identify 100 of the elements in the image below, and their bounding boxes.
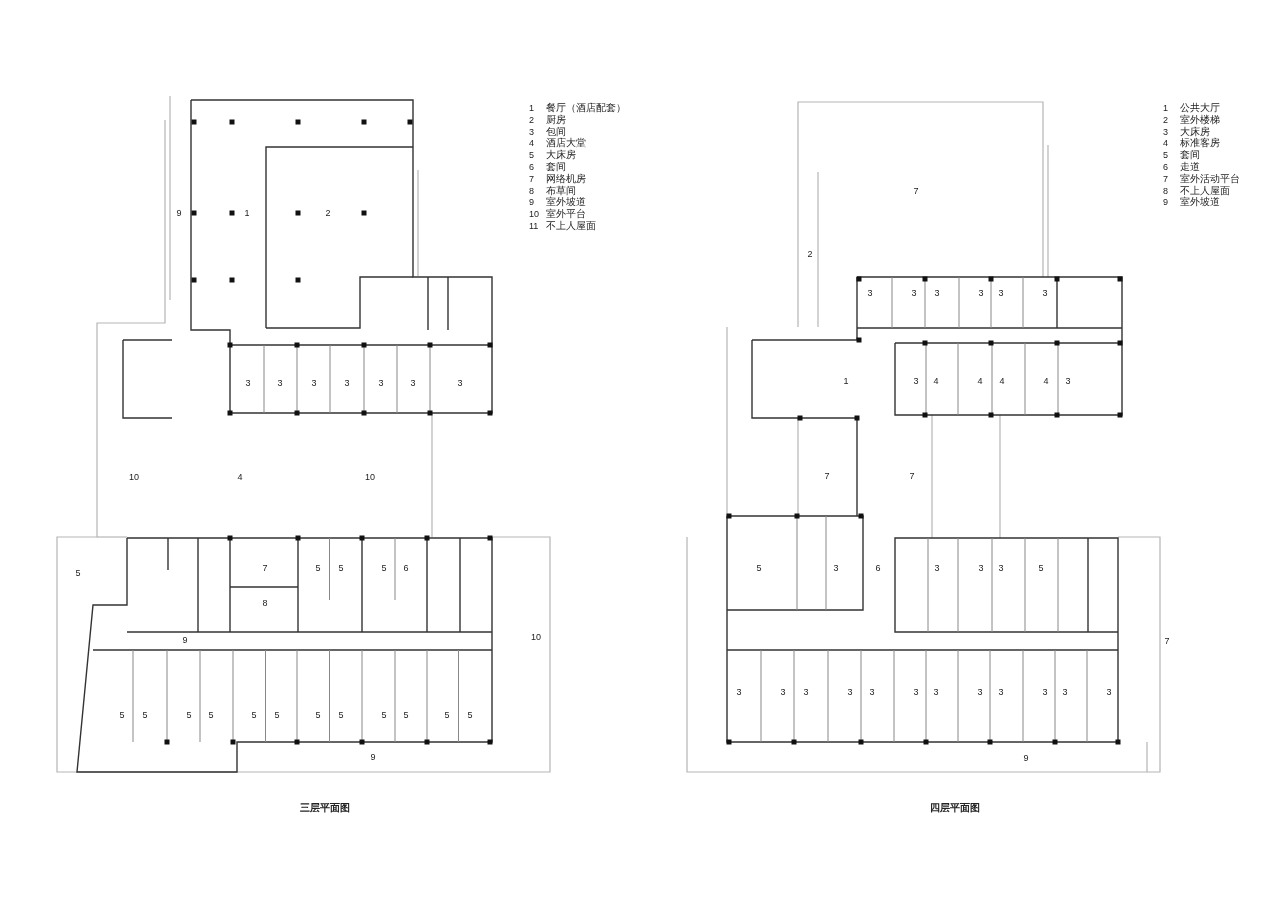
room-number: 6 — [403, 563, 409, 573]
room-number: 5 — [315, 563, 321, 573]
room-number: 1 — [843, 376, 849, 386]
legend-text: 布草间 — [546, 185, 576, 196]
room-number: 3 — [780, 687, 786, 697]
room-number: 5 — [119, 710, 125, 720]
legend-number: 7 — [1163, 174, 1168, 184]
room-number: 4 — [933, 376, 939, 386]
room-number: 3 — [998, 563, 1004, 573]
legend-text: 网络机房 — [546, 173, 586, 184]
room-number: 3 — [998, 288, 1004, 298]
room-number: 3 — [1106, 687, 1112, 697]
room-number: 3 — [1065, 376, 1071, 386]
room-number: 9 — [176, 208, 182, 218]
room-number: 2 — [807, 249, 813, 259]
room-number: 4 — [1043, 376, 1049, 386]
legend-number: 1 — [1163, 103, 1168, 113]
room-number: 3 — [978, 288, 984, 298]
legend-text: 不上人屋面 — [546, 221, 596, 231]
room-number: 5 — [381, 710, 387, 720]
legend-text: 室外坡道 — [1180, 197, 1220, 208]
legend-text: 包间 — [546, 126, 566, 137]
room-number: 4 — [977, 376, 983, 386]
room-number: 3 — [913, 376, 919, 386]
room-number: 9 — [1023, 753, 1029, 763]
legend-number: 6 — [529, 162, 534, 172]
plan-title: 四层平面图 — [930, 803, 980, 813]
legend-number: 5 — [529, 150, 534, 160]
room-number: 5 — [756, 563, 762, 573]
room-number: 3 — [245, 378, 251, 388]
legend-number: 3 — [529, 127, 534, 137]
room-number: 5 — [315, 710, 321, 720]
legend-text: 走道 — [1180, 162, 1200, 172]
room-number: 3 — [911, 288, 917, 298]
room-number: 3 — [311, 378, 317, 388]
legend-text: 室外坡道 — [546, 197, 586, 208]
legend-number: 4 — [529, 138, 534, 148]
legend-number: 4 — [1163, 138, 1168, 148]
room-number: 9 — [182, 635, 188, 645]
room-number: 5 — [142, 710, 148, 720]
room-number: 5 — [208, 710, 214, 720]
legend-text: 标准客房 — [1180, 138, 1220, 149]
room-number: 10 — [365, 472, 375, 482]
room-number: 5 — [274, 710, 280, 720]
legend-number: 8 — [1163, 186, 1168, 196]
room-number: 10 — [531, 632, 541, 642]
room-number: 5 — [444, 710, 450, 720]
room-number: 3 — [977, 687, 983, 697]
room-number: 3 — [847, 687, 853, 697]
legend-number: 2 — [529, 115, 534, 125]
legend-number: 11 — [529, 221, 539, 231]
room-number: 9 — [370, 752, 376, 762]
legend-number: 2 — [1163, 115, 1168, 125]
legend-text: 室外楼梯 — [1180, 114, 1220, 125]
room-number: 4 — [237, 472, 243, 482]
room-number: 3 — [344, 378, 350, 388]
room-number: 1 — [244, 208, 250, 218]
room-number: 8 — [262, 598, 268, 608]
room-number: 5 — [75, 568, 81, 578]
room-number: 7 — [913, 186, 919, 196]
room-number: 7 — [909, 471, 915, 481]
legend-text: 厨房 — [546, 114, 566, 125]
room-number: 3 — [934, 288, 940, 298]
plan-title: 三层平面图 — [300, 803, 350, 813]
legend-text: 大床房 — [1180, 126, 1210, 137]
legend-number: 9 — [529, 197, 534, 207]
room-number: 7 — [824, 471, 830, 481]
room-number: 7 — [1164, 636, 1170, 646]
room-number: 5 — [251, 710, 257, 720]
legend-text: 大床房 — [546, 150, 576, 161]
room-number: 3 — [378, 378, 384, 388]
room-number: 3 — [978, 563, 984, 573]
room-number: 3 — [277, 378, 283, 388]
room-number: 3 — [933, 687, 939, 697]
room-number: 5 — [467, 710, 473, 720]
room-number: 3 — [1042, 288, 1048, 298]
room-number: 3 — [736, 687, 742, 697]
room-number: 3 — [913, 687, 919, 697]
room-number: 5 — [1038, 563, 1044, 573]
room-number: 3 — [410, 378, 416, 388]
legend-text: 不上人屋面 — [1180, 185, 1230, 196]
legend-number: 7 — [529, 174, 534, 184]
legend-text: 套间 — [1180, 150, 1200, 161]
room-number: 3 — [934, 563, 940, 573]
room-number: 4 — [999, 376, 1005, 386]
room-number: 5 — [338, 710, 344, 720]
room-number: 5 — [403, 710, 409, 720]
room-number: 6 — [875, 563, 881, 573]
legend-text: 套间 — [546, 162, 566, 172]
legend-number: 9 — [1163, 197, 1168, 207]
room-number: 5 — [186, 710, 192, 720]
room-number: 3 — [1062, 687, 1068, 697]
room-number: 3 — [1042, 687, 1048, 697]
legend-text: 餐厅（酒店配套） — [546, 103, 626, 113]
room-number: 5 — [381, 563, 387, 573]
room-number: 10 — [129, 472, 139, 482]
legend-number: 5 — [1163, 150, 1168, 160]
legend-text: 公共大厅 — [1180, 103, 1220, 113]
legend-number: 1 — [529, 103, 534, 113]
legend-number: 6 — [1163, 162, 1168, 172]
